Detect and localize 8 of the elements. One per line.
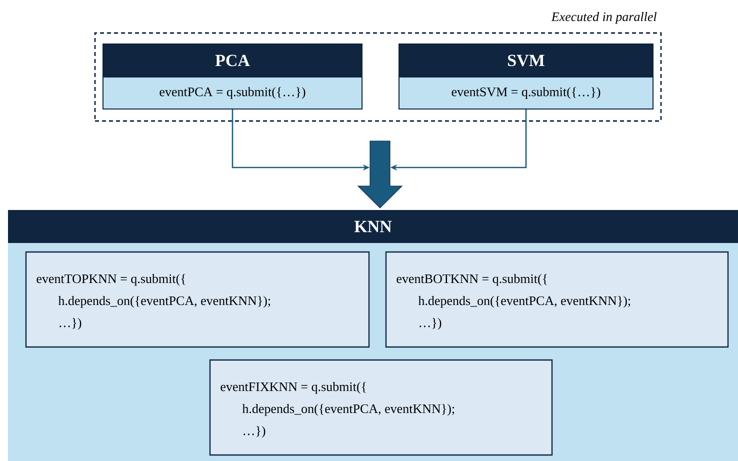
process-box: PCA eventPCA = q.submit({…}) [102,44,362,110]
node-label: Executed in parallel [551,12,657,24]
code-box: eventTOPKNN = q.submit({ h.depends_on({eventPCA, eventKNN}); …}) [25,251,370,348]
process-box: SVM eventSVM = q.submit({…}) [398,44,654,110]
code-box: eventFIXKNN = q.submit({ h.depends_on({eventPCA, eventKNN}); …}) [209,359,553,456]
node-label: KNN [354,220,392,232]
code-box: eventBOTKNN = q.submit({ h.depends_on({eventPCA, eventKNN}); …}) [385,251,729,348]
block-arrow [357,140,403,208]
